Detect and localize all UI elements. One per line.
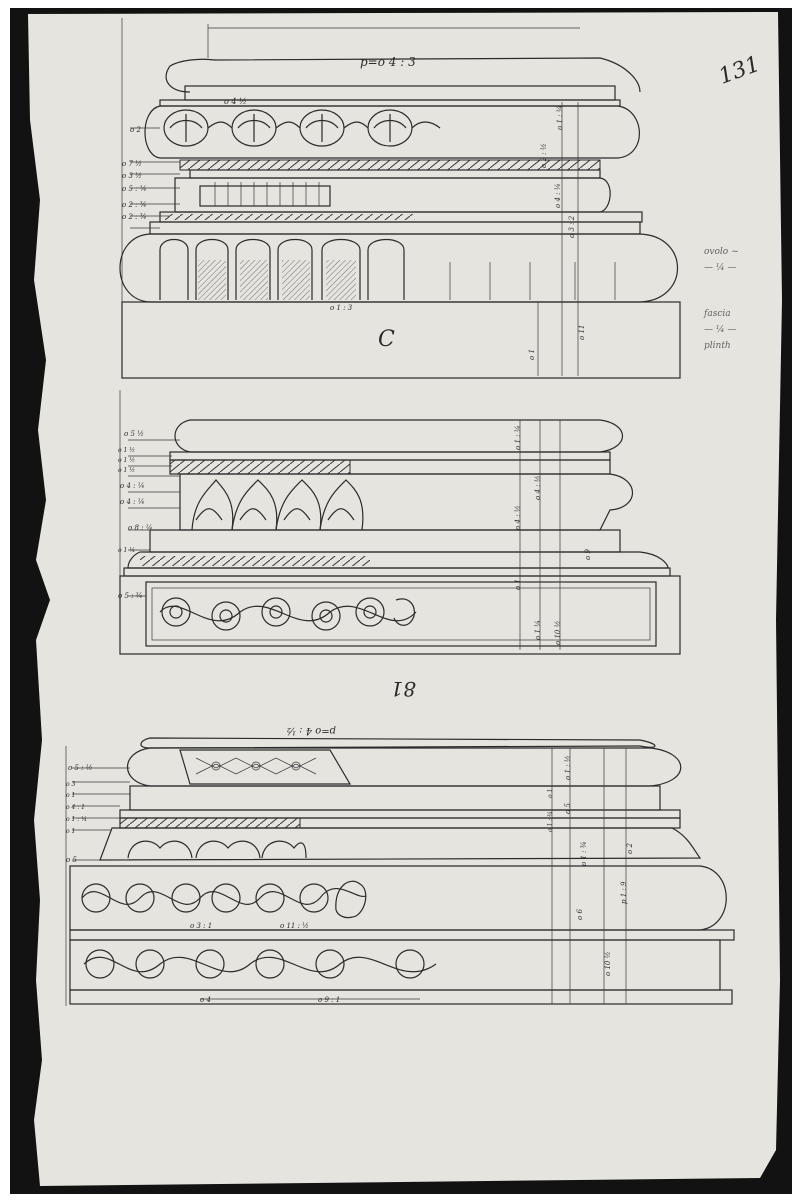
middle-left-dim: o 4 : ¼ <box>120 482 145 490</box>
margin-note: — ¼ — <box>704 324 736 335</box>
middle-left-dim: o 1 ½ <box>118 467 135 474</box>
upper-inline-dim: o 1 : 3 <box>330 304 353 312</box>
upper-left-dim: o 7 ½ <box>122 160 142 168</box>
upper-right-dim: o 11 <box>578 325 586 340</box>
lower-right-dim: p 1 : 9 <box>620 881 628 904</box>
lower-right-dim: o 10 ½ <box>604 951 612 976</box>
middle-right-dim: o 9 <box>584 549 592 560</box>
lower-right-dim: o 2 <box>626 843 634 854</box>
lower-left-dim: o 1 <box>66 792 75 799</box>
lower-drawing-title: p=o 4 : ½ <box>286 725 336 736</box>
lower-right-dim: o 1 : ¾ <box>580 841 588 866</box>
page-number: 81 <box>391 677 416 701</box>
lower-left-dim: o 3 <box>66 781 76 788</box>
lower-left-dim: o 4 : 1 <box>66 804 85 811</box>
middle-right-dim: o 1 <box>514 579 522 590</box>
upper-right-dim: o 4 : ¼ <box>554 183 562 208</box>
middle-right-dim: o 1 ¼ <box>534 620 542 640</box>
lower-inline-dim: o 9 : 1 <box>318 996 340 1004</box>
middle-left-dim: o 5 ½ <box>124 430 144 438</box>
upper-left-dim: o 2 <box>130 126 141 134</box>
upper-base-drawing <box>119 18 681 379</box>
upper-drawing-title: p=o 4 : 3 <box>360 55 416 69</box>
middle-left-dim: o 5 : ¾ <box>118 592 143 600</box>
middle-left-dim: o 1 ¼ <box>118 547 135 554</box>
margin-notes: ovolo ~ — ¼ — fascia — ¼ — plinth <box>703 247 739 351</box>
middle-left-dim: o 8 : ¼ <box>128 524 153 532</box>
lower-left-dim: o 1 <box>66 828 75 835</box>
middle-right-dim: o 1 : ¼ <box>514 425 522 450</box>
middle-left-dim: o 4 : ¼ <box>120 498 145 506</box>
middle-left-dim: o 1 ½ <box>118 447 135 454</box>
lower-right-dim: o 1 <box>547 789 554 798</box>
margin-note: plinth <box>704 341 731 351</box>
middle-left-dim: o 1 ½ <box>118 457 135 464</box>
upper-right-dim: o 1 <box>528 349 536 360</box>
lower-inline-dim: o 4 <box>200 996 211 1004</box>
upper-left-dim: o 2 : ¾ <box>122 201 147 209</box>
lower-inline-dim: o 11 : ½ <box>280 922 309 930</box>
margin-note: ovolo ~ <box>704 247 739 257</box>
lower-base-drawing <box>65 737 735 1006</box>
middle-right-dim: o 10 ½ <box>554 620 562 645</box>
annotations: 131 ovolo ~ — ¼ — fascia — ¼ — plinth p=… <box>66 52 764 1004</box>
lower-right-dim: o 6 <box>576 909 584 920</box>
middle-right-dim: o 4 : ½ <box>514 505 522 530</box>
upper-right-dim: o 3 : 2 <box>568 215 576 238</box>
upper-right-dim: o 2 : ½ <box>540 143 548 168</box>
upper-inline-dim: o 4 ½ <box>224 97 247 106</box>
upper-left-dim: o 5 : ¼ <box>122 185 147 193</box>
upper-right-dim: o 1 : ¼ <box>556 105 564 130</box>
lower-left-dim: o 5 : ½ <box>68 764 93 772</box>
upper-left-dim: o 2 : ¾ <box>122 213 147 221</box>
margin-note: fascia <box>703 309 731 319</box>
middle-right-dim: o 4 : ½ <box>534 475 542 500</box>
lower-left-dim: o 5 <box>66 856 77 864</box>
lower-right-dim: o 1 : ½ <box>564 755 572 780</box>
lower-inline-dim: o 3 : 1 <box>190 922 212 930</box>
lower-right-dim: o 5 <box>564 803 572 814</box>
margin-note: — ¼ — <box>704 262 736 273</box>
upper-left-dim: o 3 ½ <box>122 172 142 180</box>
lower-right-dim: o 1 : ¾ <box>547 811 554 832</box>
upper-drawing-letter: C <box>378 327 395 352</box>
middle-base-drawing <box>119 390 681 655</box>
lower-left-dim: o 1 : ¼ <box>66 816 87 823</box>
